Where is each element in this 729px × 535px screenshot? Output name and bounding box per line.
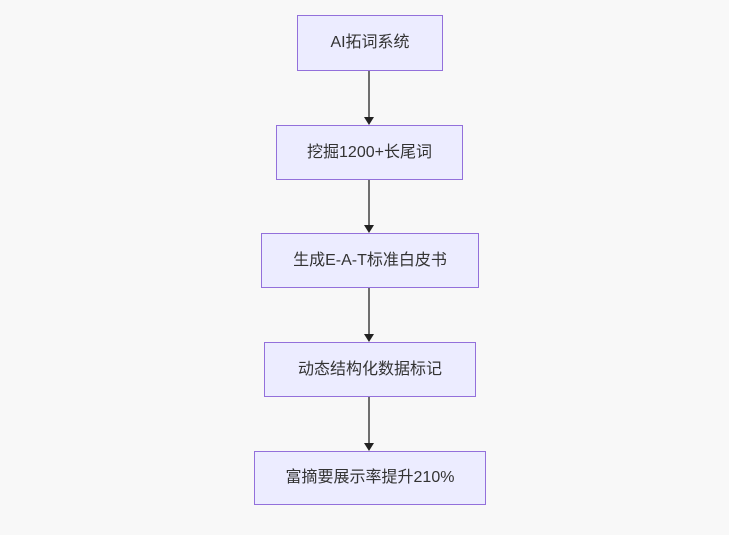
arrowhead-down-icon bbox=[364, 443, 374, 451]
arrow-line bbox=[368, 288, 370, 335]
arrowhead-down-icon bbox=[364, 225, 374, 233]
arrow-line bbox=[368, 71, 370, 118]
arrowhead-down-icon bbox=[364, 334, 374, 342]
arrow-line bbox=[368, 397, 370, 444]
flowchart-node-eat-whitepaper: 生成E-A-T标准白皮书 bbox=[261, 233, 479, 288]
arrow-connector-4 bbox=[363, 397, 375, 451]
arrowhead-down-icon bbox=[364, 117, 374, 125]
flowchart-node-longtail-mining: 挖掘1200+长尾词 bbox=[276, 125, 463, 180]
arrow-line bbox=[368, 180, 370, 226]
arrow-connector-1 bbox=[363, 71, 375, 125]
flowchart-node-rich-snippet-result: 富摘要展示率提升210% bbox=[254, 451, 486, 505]
arrow-connector-2 bbox=[363, 180, 375, 233]
flowchart-node-ai-keyword-system: AI拓词系统 bbox=[297, 15, 443, 71]
flowchart-node-structured-data-markup: 动态结构化数据标记 bbox=[264, 342, 476, 397]
arrow-connector-3 bbox=[363, 288, 375, 342]
